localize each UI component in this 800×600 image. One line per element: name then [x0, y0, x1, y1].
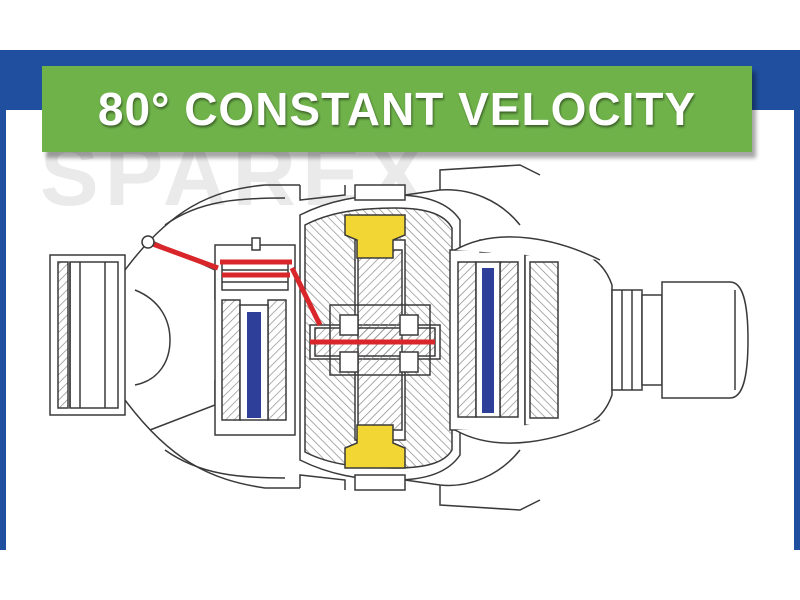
grease-channel: [149, 240, 435, 345]
left-yoke-housing: [49, 184, 300, 489]
right-yoke-shaft: [454, 236, 749, 444]
left-needle-roller: [247, 312, 261, 418]
right-bearing-cap: [449, 239, 526, 431]
outer-shell-outline: [299, 164, 541, 511]
grease-fitting: [141, 235, 155, 249]
banner-title: 80° CONSTANT VELOCITY: [97, 83, 697, 135]
right-needle-roller: [482, 268, 494, 413]
left-bearing-cap: [214, 237, 296, 436]
title-banner: 80° CONSTANT VELOCITY: [42, 66, 752, 152]
centering-ball-yellow: [344, 214, 406, 469]
